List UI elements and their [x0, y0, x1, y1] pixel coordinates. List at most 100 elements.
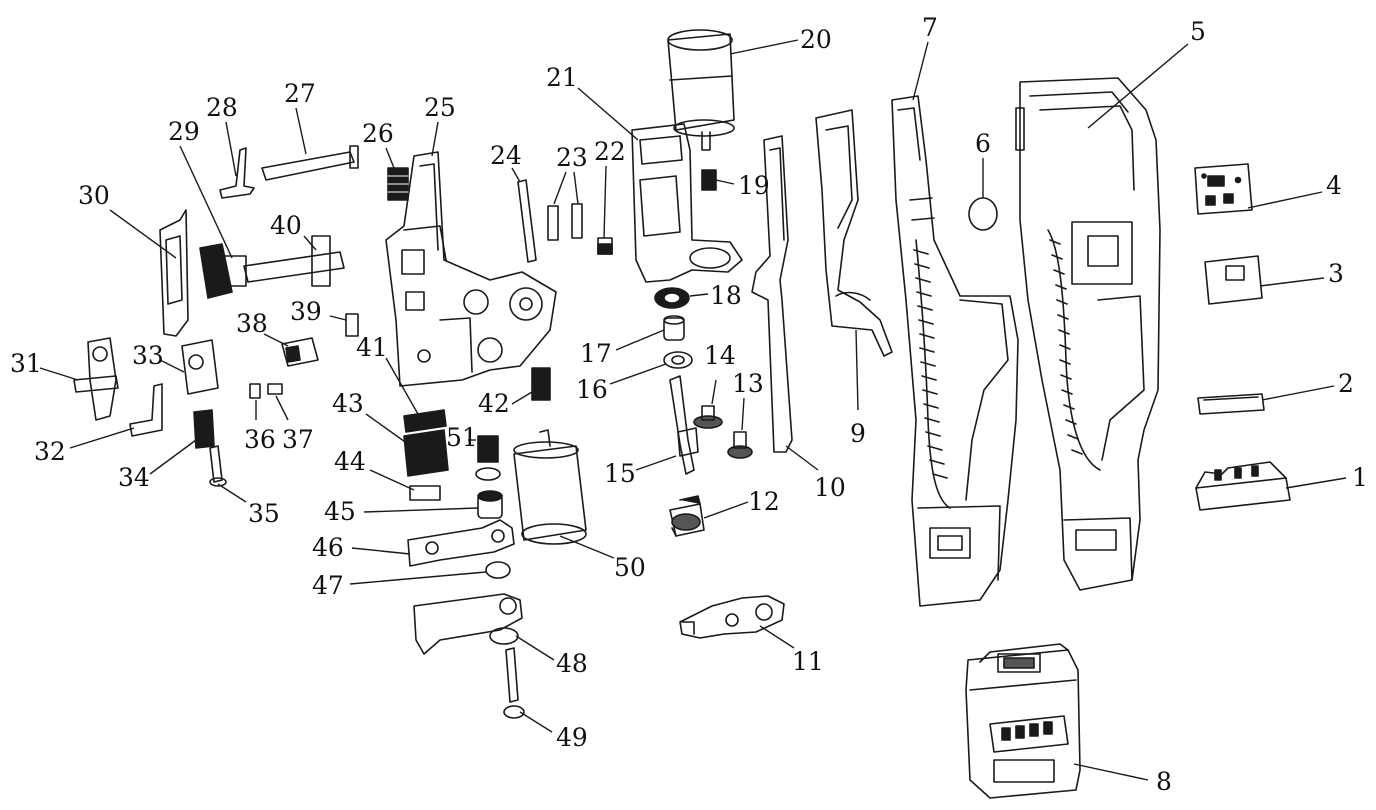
callout-19: 19	[738, 171, 770, 200]
leader-48	[515, 635, 555, 661]
leader-32	[69, 427, 135, 449]
part-22-small-block	[597, 237, 613, 255]
part-28-hook-clip	[219, 147, 255, 199]
leader-43	[365, 413, 409, 445]
leader-17	[615, 329, 665, 351]
part-34-spring	[193, 409, 215, 449]
part-46-carriage	[407, 519, 515, 567]
leader-26	[385, 147, 395, 169]
part-40-main-shaft	[243, 235, 345, 287]
callout-42: 42	[478, 389, 510, 418]
leader-8	[1073, 763, 1149, 781]
leader-33	[159, 359, 185, 373]
callout-39: 39	[290, 297, 322, 326]
part-31-clamp	[73, 337, 119, 421]
leader-40	[303, 235, 317, 251]
callout-24: 24	[490, 141, 522, 170]
part-3-label-plate	[1204, 255, 1263, 305]
part-23-pin-pair	[547, 203, 583, 241]
callout-labels: 1 2 3 4 5 6 7 8 9 10 11 12 13 14 15 16 1…	[10, 13, 1368, 796]
part-1-terminal-block	[1195, 461, 1291, 511]
callout-33: 33	[132, 341, 164, 370]
callout-16: 16	[576, 375, 608, 404]
part-48-lower-carriage	[413, 593, 523, 655]
callout-5: 5	[1190, 17, 1206, 46]
leader-42	[511, 391, 533, 405]
part-26-spring	[387, 167, 409, 201]
part-45-bushing	[477, 490, 503, 519]
leader-21	[577, 87, 639, 141]
callout-34: 34	[118, 463, 150, 492]
leader-38	[263, 333, 289, 347]
callout-6: 6	[975, 129, 991, 158]
part-2-contact-strip	[1197, 393, 1265, 415]
part-19-spring	[701, 169, 717, 191]
callout-36: 36	[244, 425, 276, 454]
callout-13: 13	[732, 369, 764, 398]
leader-39	[329, 315, 347, 321]
leader-44	[369, 469, 415, 491]
callout-35: 35	[248, 499, 280, 528]
callout-25: 25	[424, 93, 456, 122]
leader-19	[715, 179, 735, 185]
leader-50	[559, 535, 615, 559]
callout-12: 12	[748, 487, 780, 516]
leader-13	[741, 397, 745, 431]
callout-51: 51	[446, 423, 478, 452]
leader-45	[363, 507, 479, 513]
callout-48: 48	[556, 649, 588, 678]
part-29-drive-gear	[199, 243, 247, 299]
leader-lines	[39, 39, 1347, 781]
leader-23b	[573, 171, 579, 205]
leader-34	[149, 439, 197, 475]
callout-29: 29	[168, 117, 200, 146]
part-7-housing-shell-left	[891, 95, 1019, 607]
callout-9: 9	[850, 419, 866, 448]
leader-49	[519, 711, 553, 733]
leader-25	[431, 121, 439, 157]
part-13-small-gear	[727, 431, 753, 459]
part-24-rod	[517, 179, 537, 263]
leader-7	[912, 41, 929, 101]
callout-50: 50	[614, 553, 646, 582]
leader-24	[511, 167, 521, 183]
part-41-comb-spring	[403, 409, 447, 433]
part-6-round-cap	[968, 197, 998, 231]
callout-11: 11	[792, 647, 824, 676]
part-9-side-plate	[815, 109, 893, 357]
part-10-trigger-lever	[751, 135, 793, 453]
part-15-shaft	[669, 375, 699, 475]
part-5-housing-shell-right	[1015, 77, 1161, 591]
leader-2	[1261, 385, 1335, 401]
callout-45: 45	[324, 497, 356, 526]
callout-18: 18	[710, 281, 742, 310]
part-25-main-frame	[385, 151, 557, 387]
callout-14: 14	[704, 341, 736, 370]
callout-49: 49	[556, 723, 588, 752]
callout-37: 37	[282, 425, 314, 454]
leader-47	[349, 571, 487, 585]
callout-20: 20	[800, 25, 832, 54]
callout-2: 2	[1338, 369, 1354, 398]
leader-3	[1259, 277, 1325, 287]
leader-41	[385, 357, 419, 415]
callout-28: 28	[206, 93, 238, 122]
callout-46: 46	[312, 533, 344, 562]
leader-1	[1285, 477, 1347, 489]
leader-30	[109, 209, 177, 259]
leader-9	[855, 329, 859, 411]
leader-18	[689, 293, 709, 297]
part-18-bearing	[654, 287, 690, 309]
part-21-gear-housing	[631, 123, 743, 283]
part-12-knob	[669, 495, 705, 537]
callout-38: 38	[236, 309, 268, 338]
callout-22: 22	[594, 137, 626, 166]
callout-4: 4	[1326, 171, 1342, 200]
leader-23a	[553, 171, 567, 205]
callout-44: 44	[334, 447, 366, 476]
callout-30: 30	[78, 181, 110, 210]
leader-4	[1247, 191, 1323, 209]
part-17-bushing	[663, 315, 685, 341]
leader-27	[295, 107, 307, 155]
